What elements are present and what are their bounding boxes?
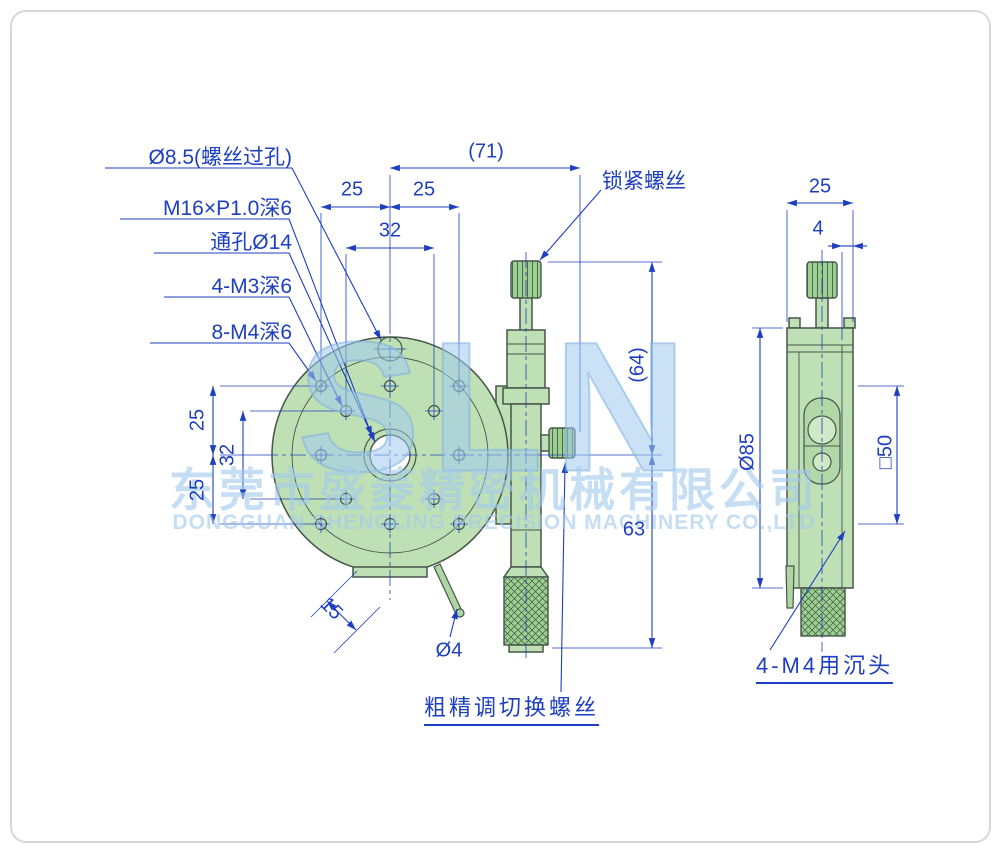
- handle-pin: [433, 563, 463, 615]
- dimension-layer: [105, 164, 904, 693]
- front-view: [262, 252, 576, 658]
- top-tab-left: [788, 317, 801, 329]
- adjust-switch-knob: [548, 427, 576, 459]
- micrometer-head: [502, 260, 576, 653]
- side-view: [785, 250, 856, 652]
- side-thimble: [800, 587, 846, 637]
- side-pin: [785, 565, 795, 609]
